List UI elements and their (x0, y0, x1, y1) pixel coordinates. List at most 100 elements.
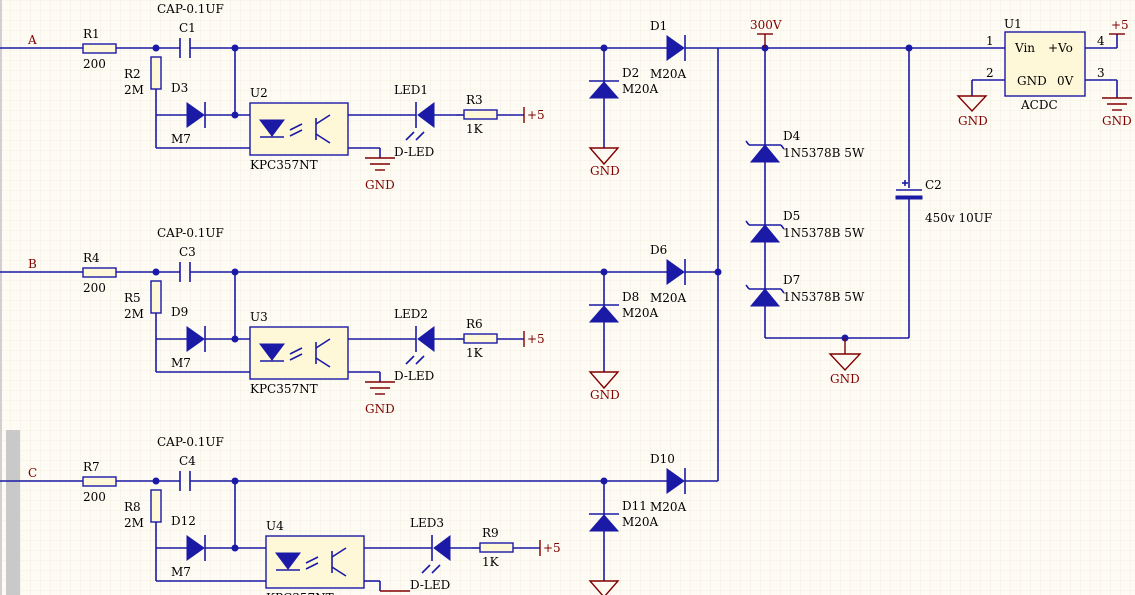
opto-led-icon (275, 552, 301, 570)
optocoupler-u4-value: KPC357NT (266, 591, 334, 595)
capacitor-c2-ref: C2 (925, 178, 942, 192)
resistor-r6[interactable] (463, 333, 498, 344)
led-led3-ref: LED3 (410, 516, 444, 530)
optocoupler-u3[interactable] (249, 326, 349, 380)
diode-d1[interactable] (666, 35, 685, 61)
zener-d7-value: 1N5378B 5W (783, 290, 865, 304)
opto-light-icon (305, 562, 319, 570)
resistor-r3[interactable] (463, 109, 498, 120)
diode-d9[interactable] (186, 326, 205, 352)
resistor-r1-value: 200 (83, 57, 106, 71)
opto-transistor-icon (331, 547, 347, 558)
pin1-number: 1 (986, 34, 994, 48)
diode-d8[interactable] (588, 305, 620, 323)
led-light-icon (405, 131, 415, 141)
zener-d4[interactable] (745, 140, 785, 163)
resistor-r7[interactable] (82, 476, 117, 487)
junction-dot (714, 268, 722, 276)
zener-d5-ref: D5 (783, 209, 800, 223)
net-label-c: C (28, 466, 37, 480)
gnd-label: GND (590, 388, 620, 402)
diode-d10[interactable] (666, 468, 685, 494)
capacitor-c4-value: CAP-0.1UF (157, 435, 224, 449)
opto-light-icon (289, 123, 303, 131)
vcc-label: +5 (527, 332, 545, 346)
gnd-symbol (588, 371, 620, 390)
resistor-r8[interactable] (150, 489, 162, 523)
gnd-label: GND (590, 164, 620, 178)
opto-light-icon (289, 129, 303, 137)
diode-d11[interactable] (588, 514, 620, 532)
channel-c: CR7200CAP-0.1UFC4R82MD12M7U4KPC357NTLED3… (0, 435, 718, 595)
diode-d12-ref: D12 (171, 514, 196, 528)
optocoupler-u3-ref: U3 (250, 310, 268, 324)
junction-dot (152, 44, 160, 52)
diode-d12[interactable] (186, 535, 205, 561)
gnd-label: GND (365, 178, 395, 192)
pin2-number: 2 (986, 66, 994, 80)
resistor-r5[interactable] (150, 280, 162, 314)
optocoupler-u2[interactable] (249, 102, 349, 156)
diode-d2[interactable] (588, 81, 620, 99)
opto-transistor-icon (315, 357, 331, 368)
zener-d7[interactable] (745, 284, 785, 307)
resistor-r3-value: 1K (466, 122, 484, 136)
optocoupler-u2-ref: U2 (250, 86, 268, 100)
sheet-left-edge (0, 0, 2, 595)
led-led3-value: D-LED (410, 578, 450, 592)
optocoupler-u4[interactable] (265, 535, 365, 589)
earth-symbol-u1-right (1102, 97, 1132, 111)
capacitor-c4-ref: C4 (179, 454, 196, 468)
zener-d5[interactable] (745, 220, 785, 243)
diode-d3-ref: D3 (171, 81, 188, 95)
pin3-number: 3 (1097, 66, 1105, 80)
capacitor-c3-value: CAP-0.1UF (157, 226, 224, 240)
opto-transistor-icon (331, 566, 347, 577)
resistor-r2-ref: R2 (124, 67, 141, 81)
optocoupler-u4-ref: U4 (266, 519, 284, 533)
diode-d2-value: M20A (622, 82, 659, 96)
diode-d6[interactable] (666, 259, 685, 285)
led-light-icon (415, 131, 425, 141)
zener-d5-value: 1N5378B 5W (783, 226, 865, 240)
net-label-a: A (27, 33, 37, 47)
resistor-r2[interactable] (150, 56, 162, 90)
module-u1[interactable] (1004, 31, 1086, 97)
pin-vin-label: Vin (1014, 41, 1035, 55)
gnd-symbol (588, 147, 620, 166)
gnd-label: GND (365, 402, 395, 416)
opto-led-icon (259, 343, 285, 361)
opto-led-icon (259, 119, 285, 137)
resistor-r4[interactable] (82, 267, 117, 278)
resistor-r1[interactable] (82, 43, 117, 54)
gnd-symbol-rail (828, 338, 862, 372)
led-led2-ref: LED2 (394, 307, 428, 321)
diode-d11-value: M20A (622, 515, 659, 529)
diode-d3-value: M7 (171, 132, 191, 146)
capacitor-c2[interactable] (895, 180, 923, 200)
zener-d4-value: 1N5378B 5W (783, 146, 865, 160)
diode-d6-ref: D6 (650, 243, 667, 257)
left-scrollbar[interactable] (6, 430, 20, 595)
resistor-r9[interactable] (479, 542, 514, 553)
optocoupler-u2-value: KPC357NT (250, 158, 318, 172)
diode-d9-value: M7 (171, 356, 191, 370)
net-label-b: B (28, 257, 37, 271)
resistor-r5-ref: R5 (124, 291, 141, 305)
junction-dot (152, 268, 160, 276)
led-light-icon (405, 355, 415, 365)
opto-light-icon (289, 347, 303, 355)
diode-d10-value: M20A (650, 500, 687, 514)
diode-d3[interactable] (186, 102, 205, 128)
diode-d2-ref: D2 (622, 66, 639, 80)
capacitor-c2-value: 450v 10UF (925, 211, 992, 225)
resistor-r6-ref: R6 (466, 317, 483, 331)
zener-d4-ref: D4 (783, 129, 801, 143)
resistor-r5-value: 2M (124, 307, 144, 321)
opto-light-icon (305, 556, 319, 564)
led-light-icon (421, 564, 431, 574)
opto-transistor-icon (315, 114, 331, 125)
